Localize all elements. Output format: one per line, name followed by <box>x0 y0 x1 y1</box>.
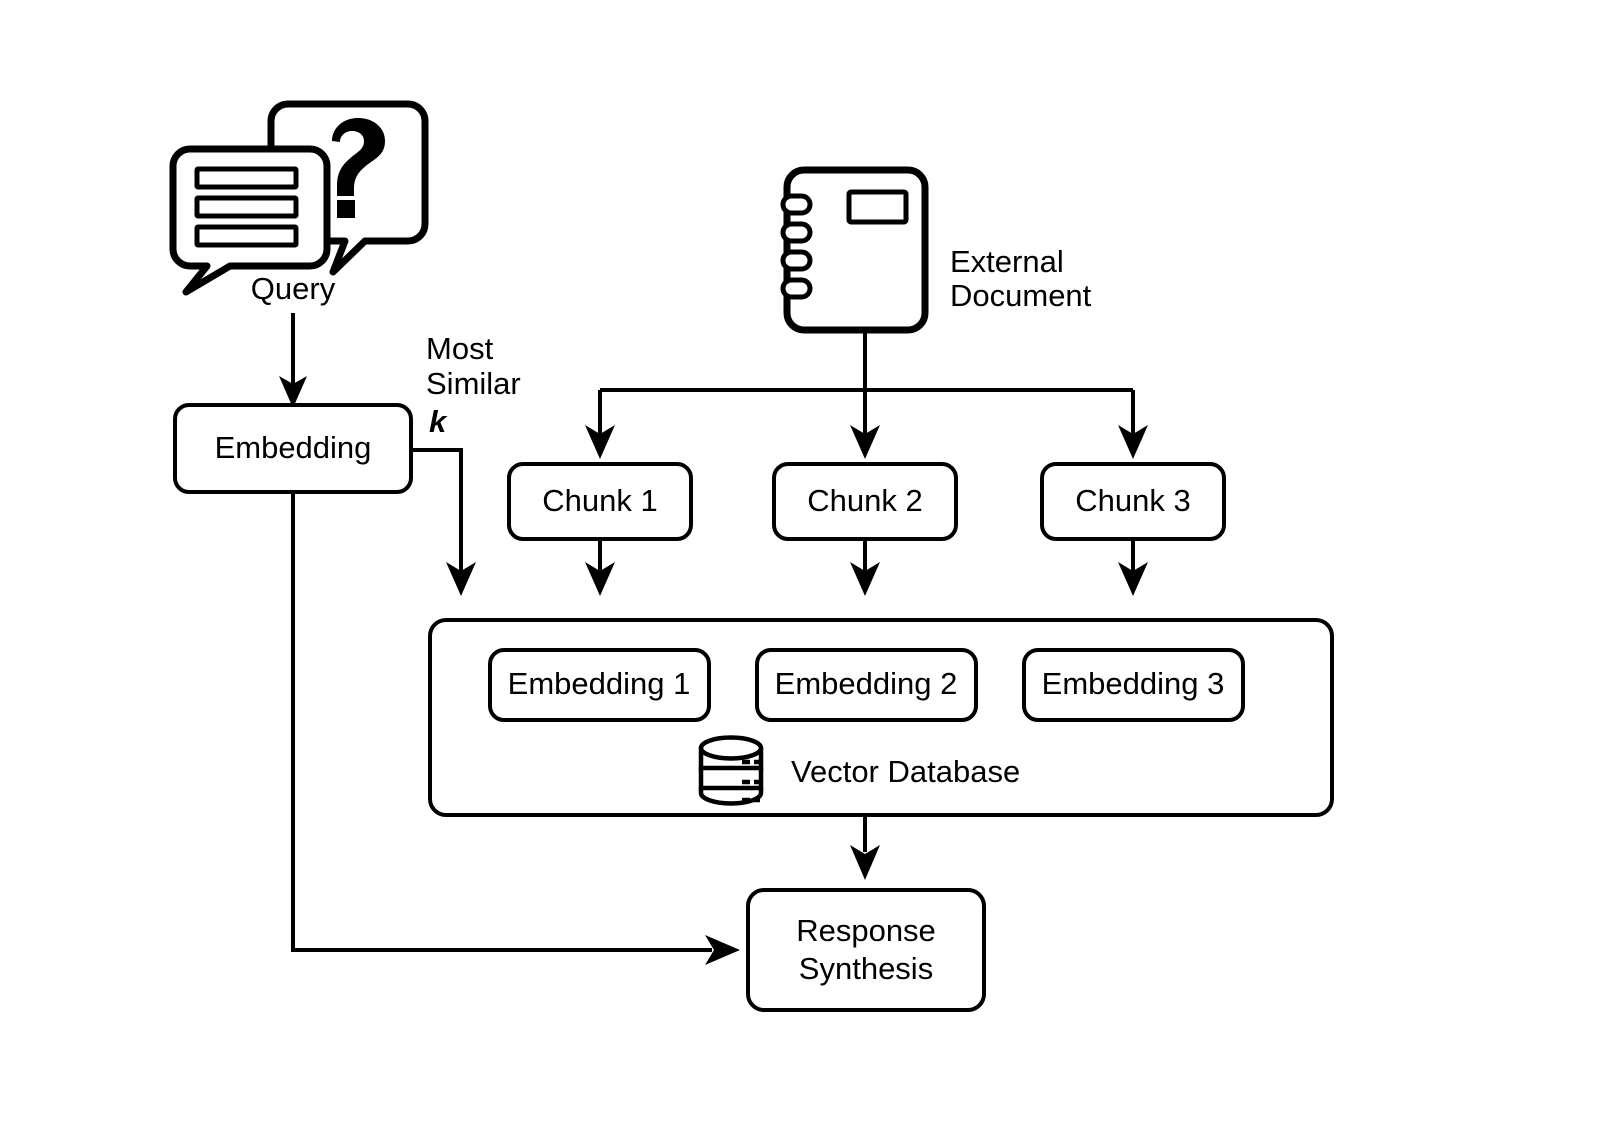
message-line-3 <box>194 224 299 248</box>
node-response-synthesis[interactable]: Response Synthesis <box>746 888 986 1012</box>
node-vector-database[interactable]: Embedding 1 Embedding 2 Embedding 3 <box>428 618 1334 817</box>
database-cylinder-icon <box>698 735 764 806</box>
question-mark-glyph <box>332 118 385 218</box>
most-similar-label-line1: Most <box>426 331 494 366</box>
most-similar-k-label: k <box>429 404 448 439</box>
speech-bubbles-question-icon <box>169 100 429 296</box>
notebook-ring-2 <box>780 221 813 244</box>
edge-chunk1-to-vectordb <box>585 539 615 596</box>
embedding-3-label: Embedding 3 <box>1042 666 1225 701</box>
edge-chunk2-to-vectordb <box>850 539 880 596</box>
node-chunk-3[interactable]: Chunk 3 <box>1040 462 1226 541</box>
edge-embedding-to-response-synthesis <box>291 492 740 965</box>
embedding-1-box[interactable] <box>488 648 711 722</box>
query-label: Query <box>251 271 336 306</box>
embedding-3-box[interactable] <box>1022 648 1245 722</box>
embedding-2-label: Embedding 2 <box>775 666 958 701</box>
notebook-icon <box>780 166 929 334</box>
edge-document-to-chunks <box>585 330 1148 459</box>
message-line-2 <box>194 195 299 219</box>
message-bubble <box>169 145 331 296</box>
edge-chunk3-to-vectordb <box>1118 539 1148 596</box>
notebook-ring-4 <box>780 277 813 300</box>
vector-database-label: Vector Database <box>791 754 1020 789</box>
edge-vectordb-to-response-synthesis <box>850 815 880 880</box>
embedding-label: Embedding <box>215 430 372 465</box>
chunk-1-label: Chunk 1 <box>542 483 657 518</box>
node-chunk-2[interactable]: Chunk 2 <box>772 462 958 541</box>
chunk-3-label: Chunk 3 <box>1075 483 1190 518</box>
response-synthesis-label-line2: Synthesis <box>799 951 933 986</box>
notebook-ring-1 <box>780 193 813 216</box>
node-chunk-1[interactable]: Chunk 1 <box>507 462 693 541</box>
edge-query-to-embedding <box>279 313 307 408</box>
embedding-2-box[interactable] <box>755 648 978 722</box>
node-embedding-1[interactable]: Embedding 1 <box>488 648 711 722</box>
chunk-2-label: Chunk 2 <box>807 483 922 518</box>
response-synthesis-box[interactable] <box>746 888 986 1012</box>
most-similar-label-line2: Similar <box>426 366 521 401</box>
notebook-ring-3 <box>780 249 813 272</box>
external-document-label-line1: External <box>950 244 1064 279</box>
node-embedding[interactable]: Embedding <box>173 403 413 494</box>
response-synthesis-label-line1: Response <box>796 913 936 948</box>
embedding-1-label: Embedding 1 <box>508 666 691 701</box>
node-embedding-3[interactable]: Embedding 3 <box>1022 648 1245 722</box>
message-line-1 <box>194 166 299 190</box>
node-embedding-2[interactable]: Embedding 2 <box>755 648 978 722</box>
external-document-label-line2: Document <box>950 278 1092 313</box>
notebook-label-rect <box>846 189 909 225</box>
edge-embedding-to-vectordb <box>411 448 476 596</box>
